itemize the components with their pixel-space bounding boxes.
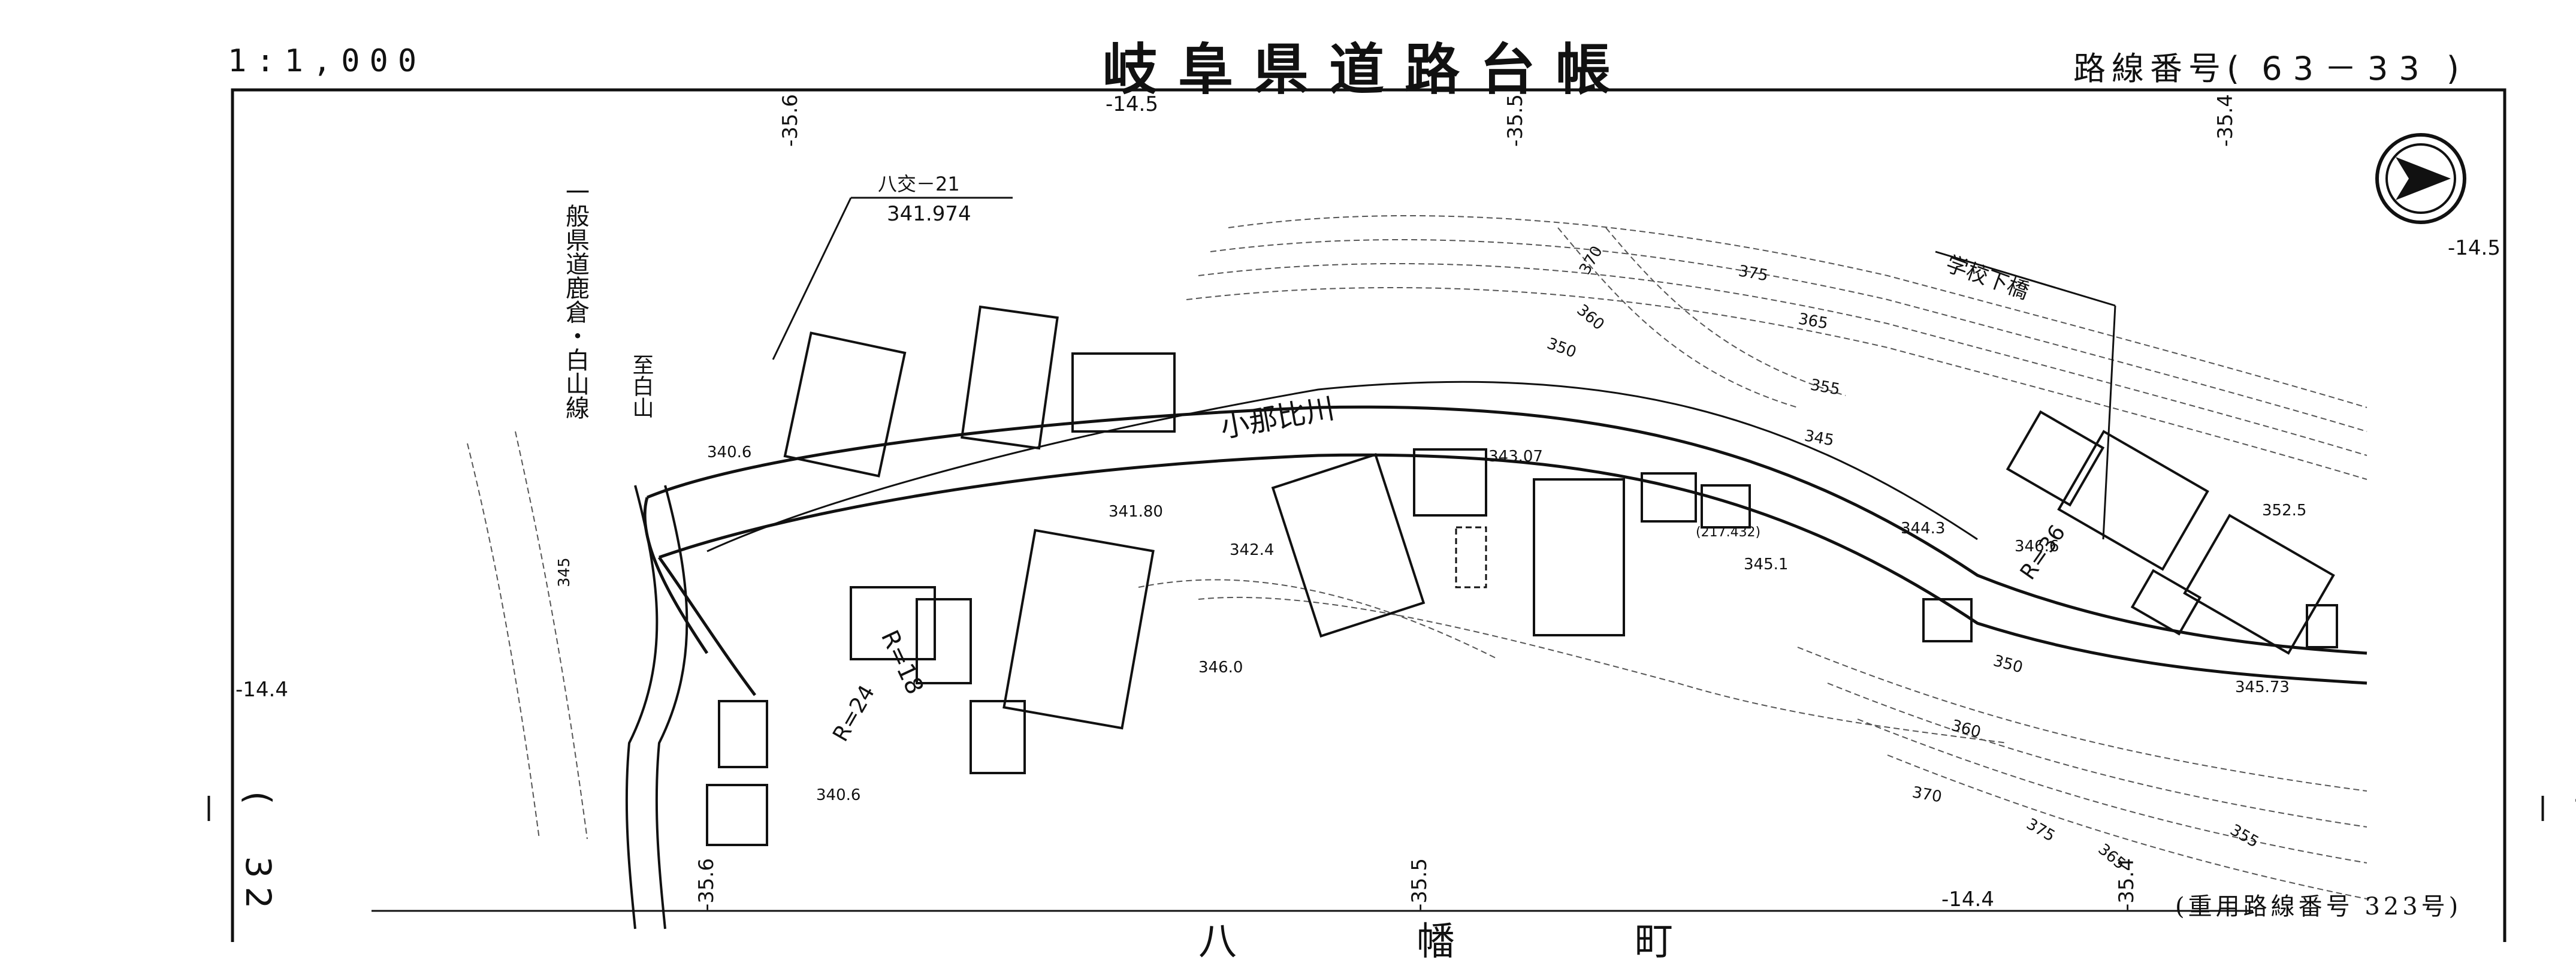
planned-structure xyxy=(1455,526,1487,588)
north-arrow-icon xyxy=(2375,133,2466,224)
contour-350-a: 350 xyxy=(1545,334,1579,361)
road-ledger-map: -35.6 -14.5 -35.5 -35.4 -14.5 -14.4 -35.… xyxy=(231,88,2506,942)
curve-r18: R=18 xyxy=(875,626,929,699)
town-name: 八幡町 xyxy=(1198,920,1853,964)
elev-346-0: 346.0 xyxy=(1198,659,1243,677)
left-side-road xyxy=(625,485,688,929)
route-close: ) xyxy=(2446,50,2465,87)
grid-label-right-14-5: -14.5 xyxy=(2448,236,2500,260)
contour-375-a: 375 xyxy=(1737,262,1769,285)
bridge-name: 学校下橋 xyxy=(1943,252,2032,304)
contour-370-a: 370 xyxy=(1576,243,1606,278)
curve-r24: R=24 xyxy=(828,681,880,746)
coord-217-432: (217.432) xyxy=(1696,525,1760,540)
grid-label-top-35-4: -35.4 xyxy=(2213,94,2237,147)
contour-375-b: 375 xyxy=(2024,815,2058,846)
grid-label-bottom-35-4: -35.4 xyxy=(2115,858,2139,911)
elev-344-3: 344.3 xyxy=(1901,520,1945,538)
contour-350-b: 350 xyxy=(1991,652,2025,677)
right-sheet-ref: ( 63 － xyxy=(2521,791,2576,960)
benchmark-leader xyxy=(772,197,1013,360)
elev-340-6-b: 340.6 xyxy=(816,786,860,804)
benchmark-value: 341.974 xyxy=(887,202,971,226)
road-name-label: 一般県道鹿倉・白山線 xyxy=(561,180,589,419)
elev-346-6: 346.6 xyxy=(2015,538,2059,556)
elev-345-1: 345.1 xyxy=(1744,556,1788,573)
route-number: 路線番号( 63－33 ) xyxy=(2073,42,2465,89)
contour-lines xyxy=(467,215,2367,899)
contour-355-a: 355 xyxy=(1809,376,1841,399)
elev-340-6-a: 340.6 xyxy=(707,443,751,461)
elev-343-07: 343.07 xyxy=(1488,448,1543,466)
elev-345-73: 345.73 xyxy=(2235,678,2290,696)
grid-label-top-35-5: -35.5 xyxy=(1503,94,1527,147)
river-name: 小那比川 xyxy=(1218,391,1337,444)
route-label: 路線番号( xyxy=(2073,50,2246,87)
grid-label-top-35-6: -35.6 xyxy=(778,94,802,147)
contour-360-a: 360 xyxy=(1574,301,1608,334)
map-frame xyxy=(231,88,2506,942)
contour-355-b: 355 xyxy=(2227,821,2262,852)
elev-352-5: 352.5 xyxy=(2262,502,2306,520)
contour-370-b: 370 xyxy=(1911,783,1943,806)
river-line xyxy=(706,381,1978,553)
elev-342-4: 342.4 xyxy=(1230,541,1274,559)
contour-345-left: 345 xyxy=(555,557,573,587)
grid-label-left-14-4: -14.4 xyxy=(235,678,288,702)
benchmark-id: 八交－21 xyxy=(878,173,960,195)
map-scale: 1:1,000 xyxy=(228,43,427,79)
to-hakusan-label: 至白山 xyxy=(629,354,654,418)
grid-label-top-14-5: -14.5 xyxy=(1106,92,1158,116)
bridge-leader xyxy=(1935,250,2116,540)
grid-label-bottom-35-5: -35.5 xyxy=(1408,858,1432,911)
contour-360-b: 360 xyxy=(1949,717,1983,742)
grid-label-bottom-14-4: -14.4 xyxy=(1941,887,1994,911)
route-number-value: 63－33 xyxy=(2261,50,2430,87)
grid-label-bottom-35-6: -35.6 xyxy=(694,858,718,911)
elev-341-80: 341.80 xyxy=(1109,503,1163,521)
buildings xyxy=(706,305,2338,846)
overlap-route-note: (重用路線番号 323号) xyxy=(2175,893,2462,920)
